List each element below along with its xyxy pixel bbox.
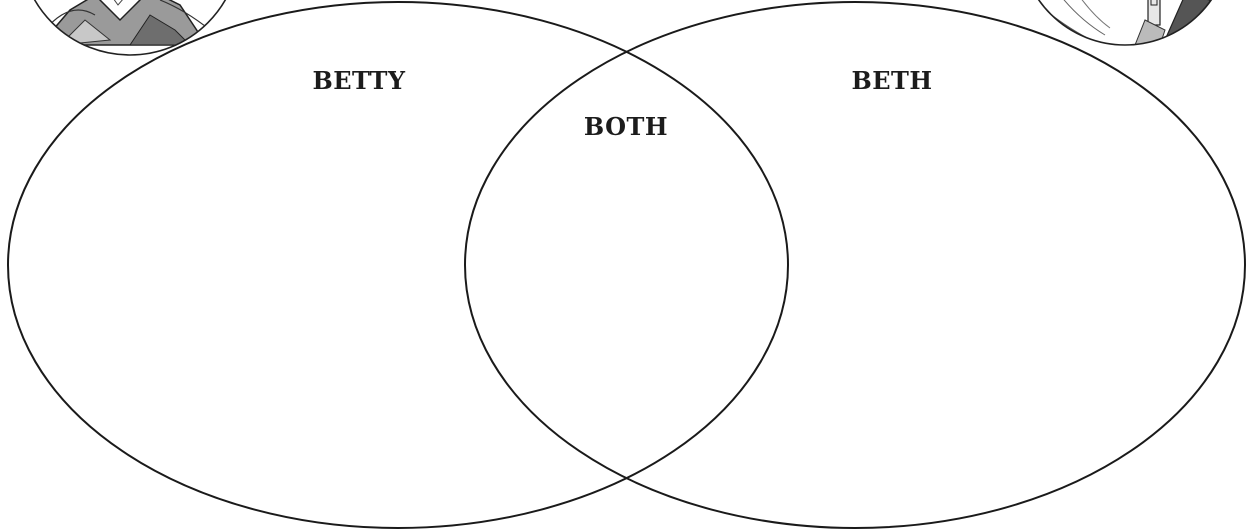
both-label: BOTH bbox=[584, 112, 668, 141]
beth-label: BETH bbox=[851, 66, 932, 95]
left-portrait-image bbox=[10, 0, 250, 70]
betty-label: BETTY bbox=[312, 66, 405, 95]
